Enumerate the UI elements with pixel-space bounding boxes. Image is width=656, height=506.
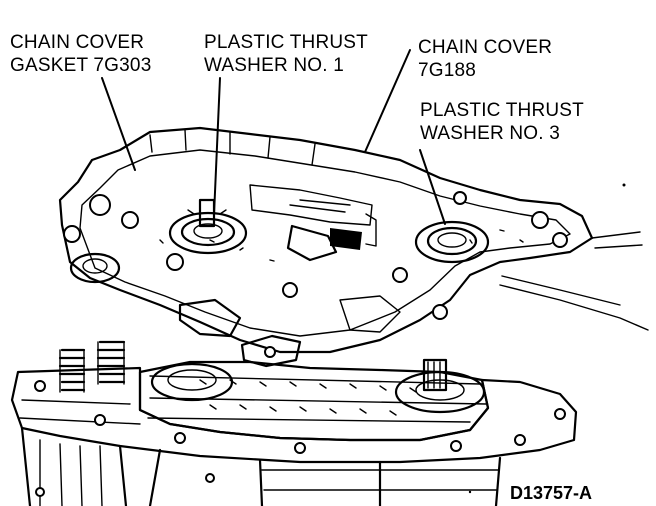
leader-lines: [101, 49, 446, 225]
label-plastic-thrust-washer-1: PLASTIC THRUST WASHER NO. 1: [204, 32, 368, 76]
label-chain-cover-gasket: CHAIN COVER GASKET 7G303: [10, 32, 151, 76]
chain-cover-casting: [58, 126, 594, 354]
leader-chain-cover: [364, 49, 411, 153]
label-chain-cover: CHAIN COVER 7G188: [418, 37, 552, 81]
label-chain-cover-gasket-line1: CHAIN COVER: [10, 32, 144, 53]
scan-specks: [468, 183, 626, 494]
figure-code: D13757-A: [510, 483, 592, 503]
thrust-washer-1: [168, 198, 248, 255]
label-chain-cover-line1: CHAIN COVER: [418, 37, 552, 58]
label-chain-cover-line2: 7G188: [418, 60, 476, 81]
label-washer-1-line1: PLASTIC THRUST: [204, 32, 368, 53]
leader-gasket: [101, 77, 136, 171]
shaft-lines: [499, 231, 649, 331]
leader-washer-1: [213, 77, 221, 216]
label-washer-3-line1: PLASTIC THRUST: [420, 100, 584, 121]
label-plastic-thrust-washer-3: PLASTIC THRUST WASHER NO. 3: [420, 100, 584, 144]
transmission-case: [10, 366, 578, 506]
thrust-washer-3: [414, 220, 490, 264]
leader-washer-3: [419, 149, 446, 225]
label-washer-3-line2: WASHER NO. 3: [420, 123, 560, 144]
springs: [58, 340, 126, 393]
label-chain-cover-gasket-line2: GASKET 7G303: [10, 55, 151, 76]
label-washer-1-line2: WASHER NO. 1: [204, 55, 344, 76]
